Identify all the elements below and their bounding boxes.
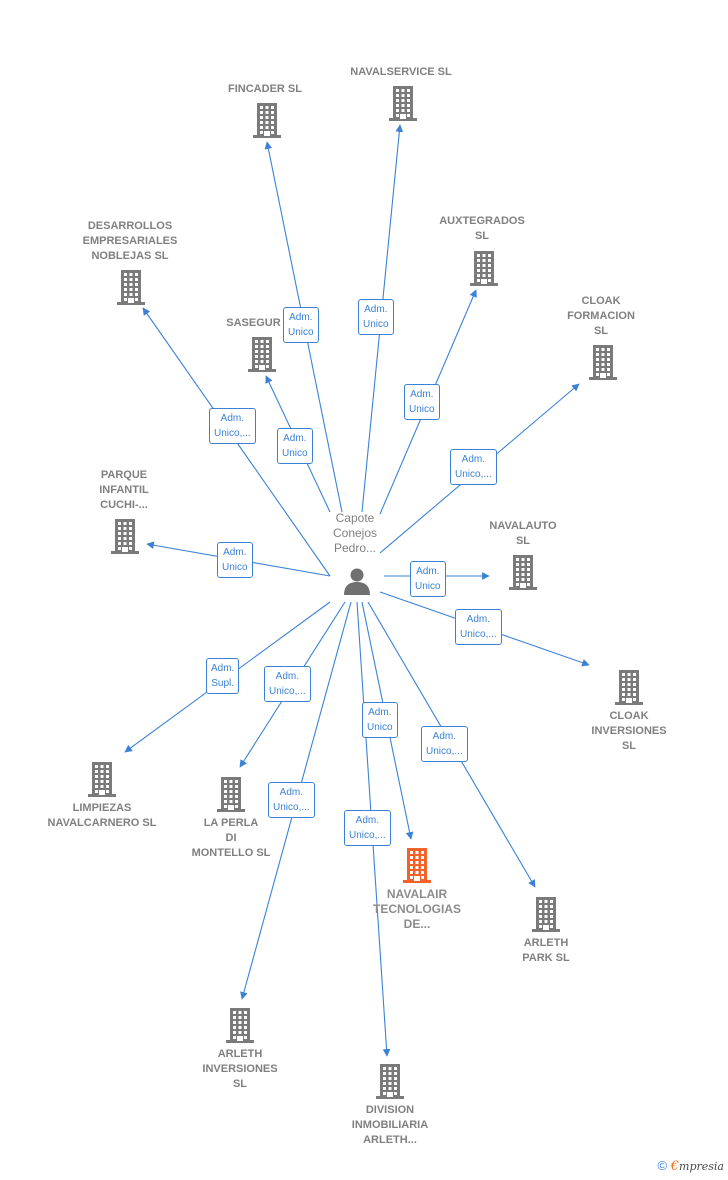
center-person-name[interactable]: Capote Conejos Pedro... xyxy=(332,511,378,555)
company-label[interactable]: LA PERLA DI MONTELLO SL xyxy=(191,817,271,859)
company-label[interactable]: DIVISION INMOBILIARIA ARLETH... xyxy=(351,1104,429,1146)
footer-brand: © €mpresia xyxy=(658,1158,724,1174)
company-label[interactable]: NAVALSERVICE SL xyxy=(350,66,452,78)
company-node-arleth-inversiones[interactable]: ARLETH INVERSIONES SL xyxy=(165,1007,315,1092)
role-tag-desarrollos[interactable]: Adm. Unico,... xyxy=(209,408,256,444)
company-label[interactable]: CLOAK FORMACION SL xyxy=(567,295,635,337)
role-tag-la-perla[interactable]: Adm. Unico,... xyxy=(264,666,311,702)
building-icon[interactable] xyxy=(554,669,704,705)
brand-name: mpresia xyxy=(679,1160,724,1173)
role-tag-division[interactable]: Adm. Unico,... xyxy=(344,810,391,846)
company-node-navalservice[interactable]: NAVALSERVICE SL xyxy=(326,65,476,121)
building-icon[interactable] xyxy=(468,250,500,286)
company-node-desarrollos[interactable]: DESARROLLOS EMPRESARIALES NOBLEJAS SL xyxy=(55,219,205,305)
company-label[interactable]: FINCADER SL xyxy=(228,83,302,95)
building-icon[interactable] xyxy=(115,269,147,305)
person-icon[interactable] xyxy=(342,566,372,601)
company-node-limpiezas[interactable]: LIMPIEZAS NAVALCARNERO SL xyxy=(27,761,177,831)
copyright-symbol: © xyxy=(657,1158,668,1173)
company-node-division[interactable]: DIVISION INMOBILIARIA ARLETH... xyxy=(315,1063,465,1148)
role-tag-cloak-formacion[interactable]: Adm. Unico,... xyxy=(450,449,497,485)
role-tag-auxtegrados[interactable]: Adm. Unico xyxy=(404,384,440,420)
company-node-cloak-formacion[interactable]: CLOAK FORMACION SL xyxy=(526,294,676,380)
role-tag-navalair[interactable]: Adm. Unico xyxy=(362,702,398,738)
role-tag-cloak-inversiones[interactable]: Adm. Unico,... xyxy=(455,609,502,645)
company-label[interactable]: ARLETH INVERSIONES SL xyxy=(202,1048,278,1090)
building-icon[interactable] xyxy=(156,776,306,812)
company-label[interactable]: DESARROLLOS EMPRESARIALES NOBLEJAS SL xyxy=(82,220,178,262)
role-tag-navalservice[interactable]: Adm. Unico xyxy=(358,299,394,335)
building-icon[interactable] xyxy=(27,761,177,797)
role-tag-sasegur[interactable]: Adm. Unico xyxy=(277,428,313,464)
company-node-fincader[interactable]: FINCADER SL xyxy=(190,82,340,138)
building-icon[interactable] xyxy=(387,85,419,121)
building-icon[interactable] xyxy=(109,518,141,554)
role-tag-arleth-park[interactable]: Adm. Unico,... xyxy=(421,726,468,762)
company-node-arleth-park[interactable]: ARLETH PARK SL xyxy=(471,896,621,966)
building-icon[interactable] xyxy=(315,1063,465,1099)
building-icon[interactable] xyxy=(342,847,492,883)
building-icon[interactable] xyxy=(507,554,539,590)
role-tag-arleth-inversiones[interactable]: Adm. Unico,... xyxy=(268,782,315,818)
company-label[interactable]: ARLETH PARK SL xyxy=(522,937,570,964)
company-label[interactable]: AUXTEGRADOS SL xyxy=(439,215,525,242)
role-tag-fincader[interactable]: Adm. Unico xyxy=(283,307,319,343)
company-label[interactable]: LIMPIEZAS NAVALCARNERO SL xyxy=(47,802,157,829)
building-icon[interactable] xyxy=(251,102,283,138)
company-node-la-perla[interactable]: LA PERLA DI MONTELLO SL xyxy=(156,776,306,861)
role-tag-limpiezas[interactable]: Adm. Supl. xyxy=(206,658,240,694)
company-node-navalair[interactable]: NAVALAIR TECNOLOGIAS DE... xyxy=(342,847,492,932)
role-tag-parque[interactable]: Adm. Unico xyxy=(217,542,253,578)
brand-initial: € xyxy=(670,1159,680,1174)
company-node-cloak-inversiones[interactable]: CLOAK INVERSIONES SL xyxy=(554,669,704,754)
building-icon[interactable] xyxy=(165,1007,315,1043)
building-icon[interactable] xyxy=(471,896,621,932)
role-tag-navalauto[interactable]: Adm. Unico xyxy=(410,561,446,597)
company-node-auxtegrados[interactable]: AUXTEGRADOS SL xyxy=(407,214,557,286)
company-node-navalauto[interactable]: NAVALAUTO SL xyxy=(448,519,598,590)
building-icon[interactable] xyxy=(246,336,278,372)
company-label[interactable]: CLOAK INVERSIONES SL xyxy=(591,710,667,752)
company-label[interactable]: NAVALAUTO SL xyxy=(489,520,557,547)
company-label[interactable]: NAVALAIR TECNOLOGIAS DE... xyxy=(372,887,461,931)
building-icon[interactable] xyxy=(587,344,619,380)
company-label[interactable]: PARQUE INFANTIL CUCHI-... xyxy=(99,469,149,511)
company-node-parque[interactable]: PARQUE INFANTIL CUCHI-... xyxy=(49,468,199,554)
